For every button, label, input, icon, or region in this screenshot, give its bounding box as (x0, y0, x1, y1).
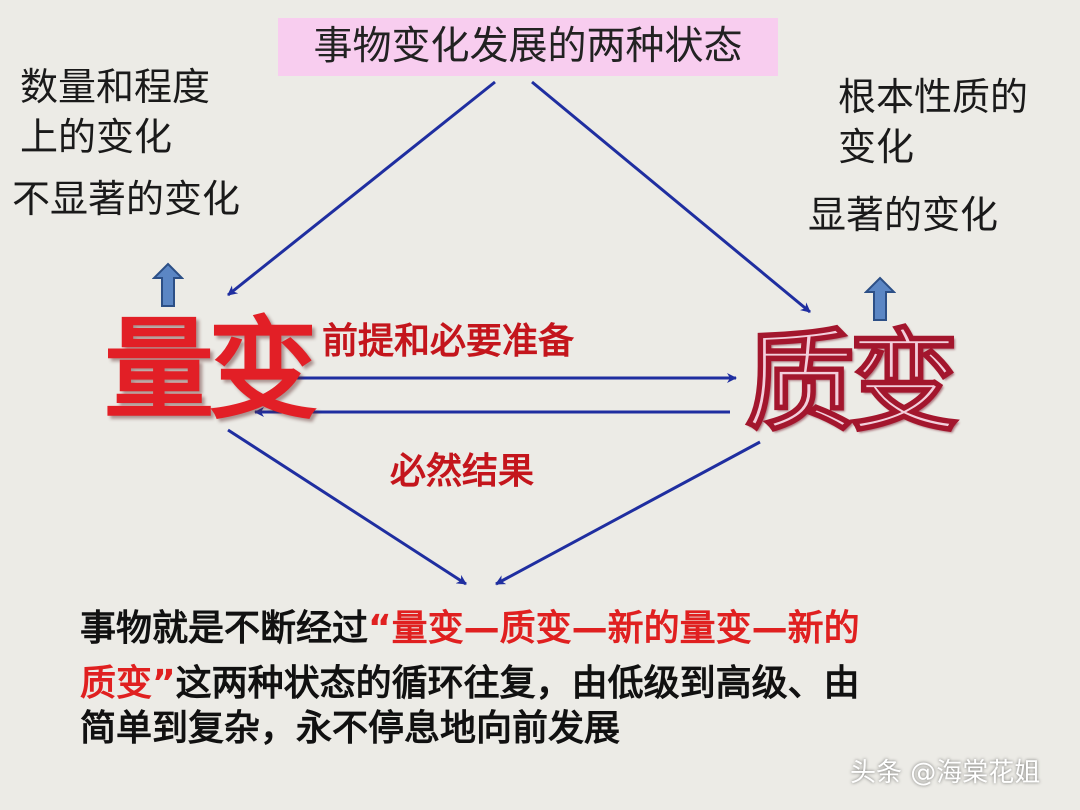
right-note-significant: 显著的变化 (808, 193, 999, 237)
arrow-label-prerequisite: 前提和必要准备 (322, 321, 575, 362)
diagram-title: 事物变化发展的两种状态 (313, 24, 743, 69)
conclusion-l1-prefix: 事物就是不断经过 (80, 608, 369, 649)
arrow-label-inevitable-result: 必然结果 (390, 451, 535, 492)
qualitative-change-label: 质变 (744, 317, 960, 446)
arrow-quantitative-to-conclusion (227, 428, 467, 586)
conclusion-l2-highlight: 质变” (80, 663, 176, 704)
arrow-title-to-qualitative (531, 80, 811, 314)
conclusion-line-1: 事物就是不断经过“量变—质变—新的量变—新的 (80, 600, 860, 658)
title-box: 事物变化发展的两种状态 (278, 18, 778, 76)
right-note-line2: 变化 (838, 125, 915, 169)
left-note-insignificant: 不显著的变化 (12, 177, 241, 221)
left-note-quantity: 数量和程度 上的变化 (20, 62, 210, 162)
arrow-title-to-quantitative (227, 80, 496, 297)
right-note-line1: 根本性质的 (838, 75, 1029, 119)
conclusion-l2-rest: 这两种状态的循环往复，由低级到高级、由 (175, 663, 860, 704)
arrow-qualitative-to-conclusion (495, 440, 761, 586)
right-note-nature: 根本性质的 变化 (838, 72, 1028, 172)
quantitative-change-label: 量变 (104, 305, 318, 434)
up-arrow-icon-right (864, 276, 896, 321)
left-note-line1: 数量和程度 (20, 65, 211, 109)
conclusion-line-2: 质变”这两种状态的循环往复，由低级到高级、由 (80, 655, 860, 713)
watermark: 头条 @海棠花姐 (850, 758, 1041, 788)
conclusion-l1-highlight: “量变—质变—新的量变—新的 (368, 608, 860, 649)
left-note-line2: 上的变化 (20, 115, 173, 159)
conclusion-line-3: 简单到复杂，永不停息地向前发展 (80, 708, 621, 749)
up-arrow-icon-left (152, 262, 184, 307)
